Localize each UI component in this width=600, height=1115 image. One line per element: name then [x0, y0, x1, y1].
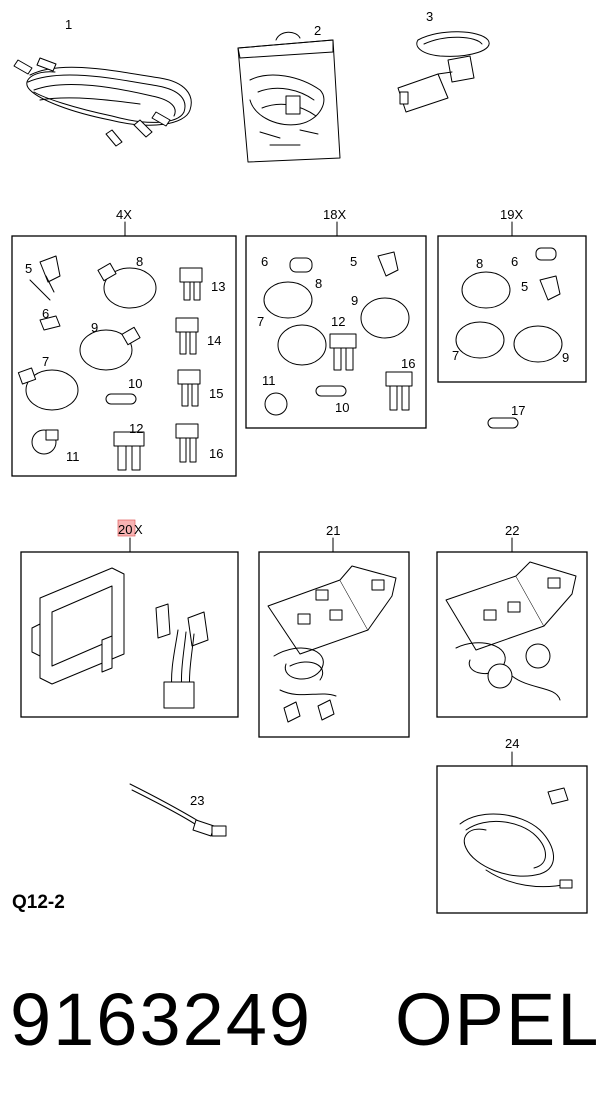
- festoon-bulb-17: [487, 417, 519, 429]
- part-label: 16: [209, 446, 223, 461]
- part-label: 12: [331, 314, 345, 329]
- item-20-box: [20, 551, 239, 718]
- part-label: 7: [452, 348, 459, 363]
- part-label: 7: [257, 314, 264, 329]
- label-item-1: 1: [65, 17, 72, 32]
- part-label: 11: [66, 449, 80, 464]
- part-label: 9: [351, 293, 358, 308]
- brand-name: OPEL: [395, 978, 600, 1061]
- part-label: 7: [42, 354, 49, 369]
- kit-4x-box: [11, 235, 237, 477]
- part-label: 10: [335, 400, 349, 415]
- part-label: 6: [511, 254, 518, 269]
- part-label: 9: [562, 350, 569, 365]
- part-label: 10: [128, 376, 142, 391]
- part-label: 6: [261, 254, 268, 269]
- kit-19x-box: [437, 235, 587, 383]
- radio-mounting-kit-illustration: [31, 567, 209, 709]
- part-label: 5: [25, 261, 32, 276]
- kit-19x-parts: [455, 247, 563, 363]
- kit-18x-parts: [263, 251, 413, 416]
- label-kit-4x: 4X: [116, 207, 132, 222]
- kit-19x-labels: 8 6 5 7 9: [452, 254, 569, 365]
- part-label: 11: [262, 373, 276, 388]
- headset-case-22-illustration: [445, 561, 577, 701]
- label-item-22: 22: [505, 523, 519, 538]
- item-21-box: [258, 551, 410, 738]
- part-label: 8: [476, 256, 483, 271]
- label-item-2: 2: [314, 23, 321, 38]
- part-label: 6: [42, 306, 49, 321]
- kit-18x-labels: 6 5 8 9 7 12 16 11 10: [257, 254, 415, 415]
- label-item-20-suffix: X: [134, 522, 143, 537]
- cable-24-illustration: [459, 787, 573, 889]
- storage-bag-illustration: [237, 31, 341, 163]
- item-22-box: [436, 551, 588, 718]
- part-label: 9: [91, 320, 98, 335]
- headset-case-21-illustration: [267, 565, 397, 723]
- label-kit-18x: 18X: [323, 207, 346, 222]
- part-label: 12: [129, 421, 143, 436]
- kit-4x-parts: [17, 255, 203, 471]
- part-number: 9163249: [10, 978, 313, 1061]
- inspection-lamp-illustration: [397, 31, 490, 113]
- label-item-24: 24: [505, 736, 519, 751]
- label-item-3: 3: [426, 9, 433, 24]
- booster-cables-illustration: [13, 57, 192, 147]
- kit-18x-box: [245, 235, 427, 429]
- part-label: 5: [521, 279, 528, 294]
- part-label: 5: [350, 254, 357, 269]
- label-item-20-number: 20: [118, 522, 132, 537]
- part-label: 13: [211, 279, 225, 294]
- part-label: 14: [207, 333, 221, 348]
- antenna-cable-23-illustration: [129, 783, 227, 837]
- item-24-box: [436, 765, 588, 914]
- kit-4x-labels: 5 8 13 6 9 14 7 10 15 11 12 16: [25, 254, 225, 464]
- diagram-reference-code: Q12-2: [12, 892, 65, 913]
- highlight-20: [117, 519, 136, 537]
- part-label: 16: [401, 356, 415, 371]
- part-label: 8: [136, 254, 143, 269]
- label-item-21: 21: [326, 523, 340, 538]
- part-label: 8: [315, 276, 322, 291]
- label-item-17: 17: [511, 403, 525, 418]
- part-label: 15: [209, 386, 223, 401]
- label-kit-19x: 19X: [500, 207, 523, 222]
- label-item-23: 23: [190, 793, 204, 808]
